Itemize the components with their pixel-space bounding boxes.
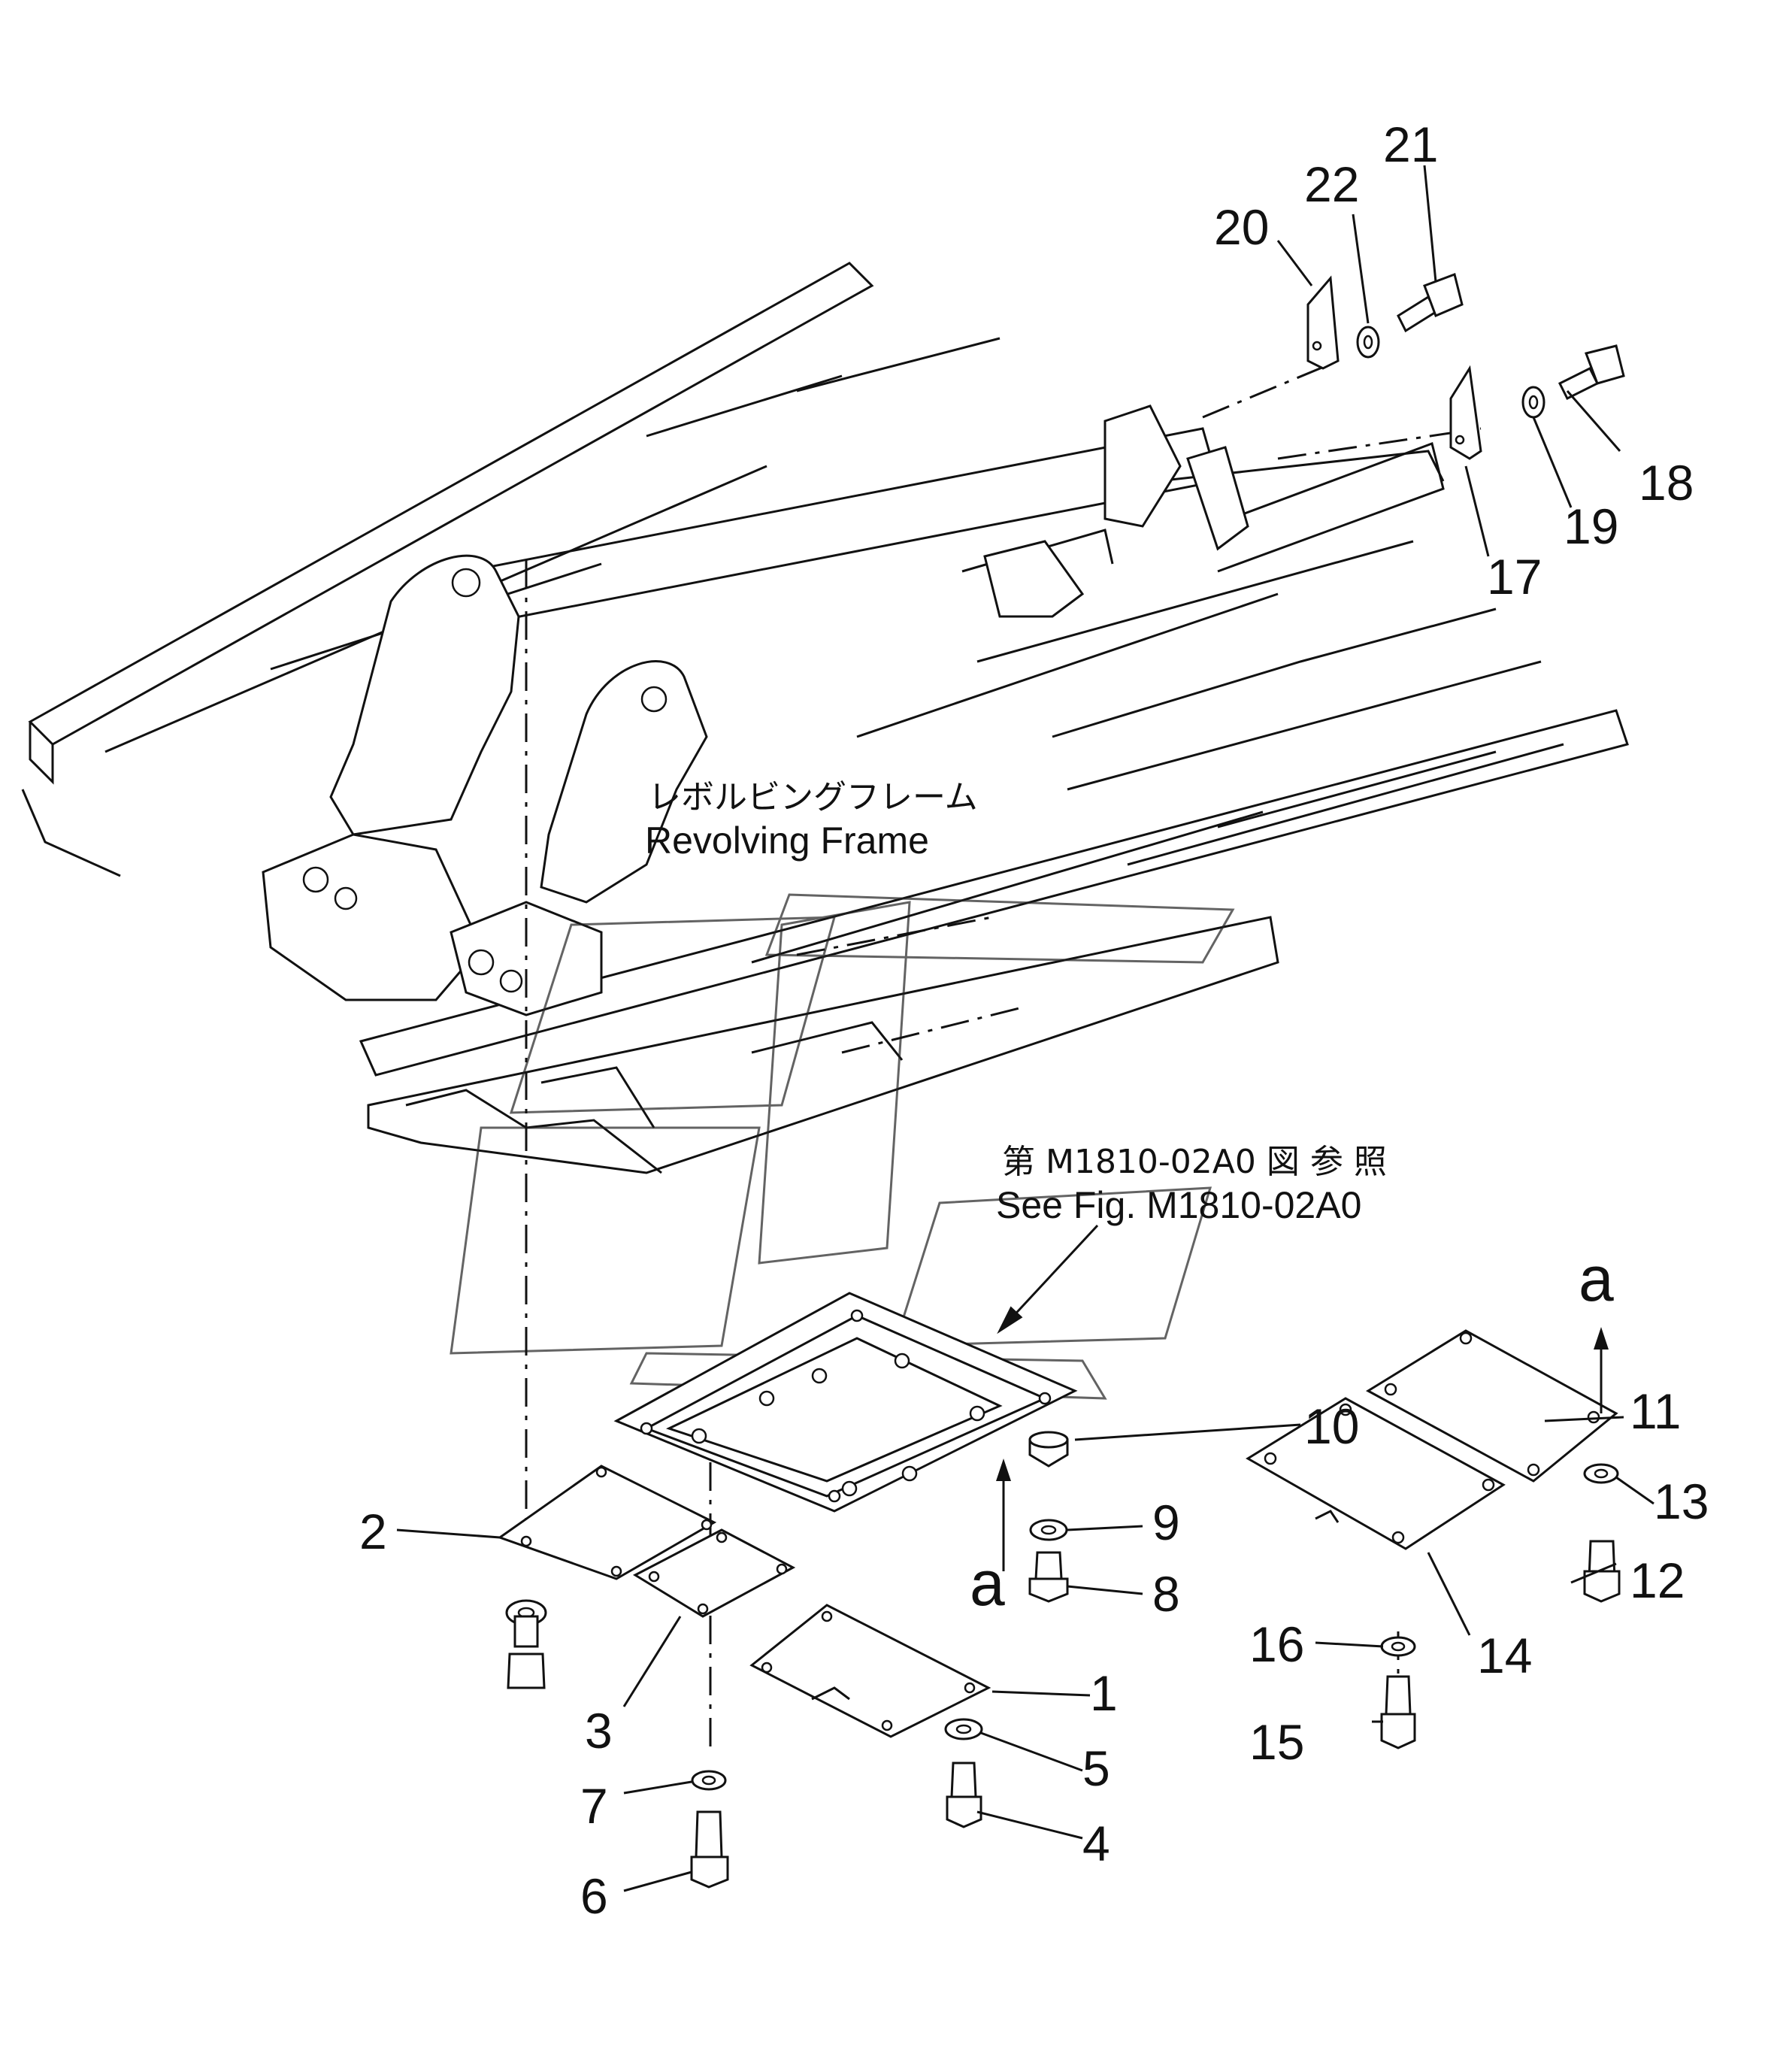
see-fig-label-en: See Fig. M1810-02A0 [996,1184,1361,1226]
callout-9: 9 [1152,1495,1180,1550]
revolving-frame-label-jp: レボルビングフレーム [648,778,978,816]
callout-22: 22 [1304,156,1359,212]
callout-7: 7 [580,1778,608,1834]
callout-15: 15 [1249,1714,1304,1770]
revolving-frame [21,262,1629,1174]
part-callouts: 1 2 3 4 5 6 7 8 9 10 11 12 13 14 15 16 1… [359,117,1709,1924]
callout-5: 5 [1082,1740,1110,1796]
callout-10: 10 [1304,1398,1359,1454]
callout-1: 1 [1090,1665,1118,1721]
part-14-cover [1246,1397,1506,1550]
callout-11: 11 [1630,1383,1682,1439]
callout-14: 14 [1477,1628,1532,1683]
callout-16: 16 [1249,1616,1304,1672]
callout-20: 20 [1214,199,1269,255]
callout-6: 6 [580,1868,608,1924]
callout-3: 3 [585,1703,613,1758]
part-2-cover [497,1465,717,1580]
view-a-label-top: a [1579,1244,1614,1314]
callout-2: 2 [359,1504,387,1559]
callout-leaders [396,165,1654,1892]
callout-8: 8 [1152,1566,1180,1622]
callout-21: 21 [1383,117,1438,172]
cover-plate-assembly [613,1292,1078,1513]
callout-19: 19 [1564,498,1618,554]
callout-12: 12 [1630,1552,1685,1608]
fasteners [505,273,1625,1889]
part-1-cover [749,1604,991,1738]
part-11-cover [1366,1329,1618,1483]
view-a-label-bottom: a [970,1548,1005,1619]
annotations: レボルビングフレーム Revolving Frame 第 M1810-02A0 … [645,778,1614,1619]
revolving-frame-label-en: Revolving Frame [645,819,929,862]
arrows [996,1224,1609,1571]
callout-17: 17 [1487,549,1542,604]
callout-4: 4 [1082,1816,1110,1871]
see-fig-label-jp: 第 M1810-02A0 図 参 照 [1002,1143,1387,1181]
part-3-cover [632,1528,796,1618]
callout-13: 13 [1654,1474,1709,1529]
callout-18: 18 [1639,455,1694,510]
